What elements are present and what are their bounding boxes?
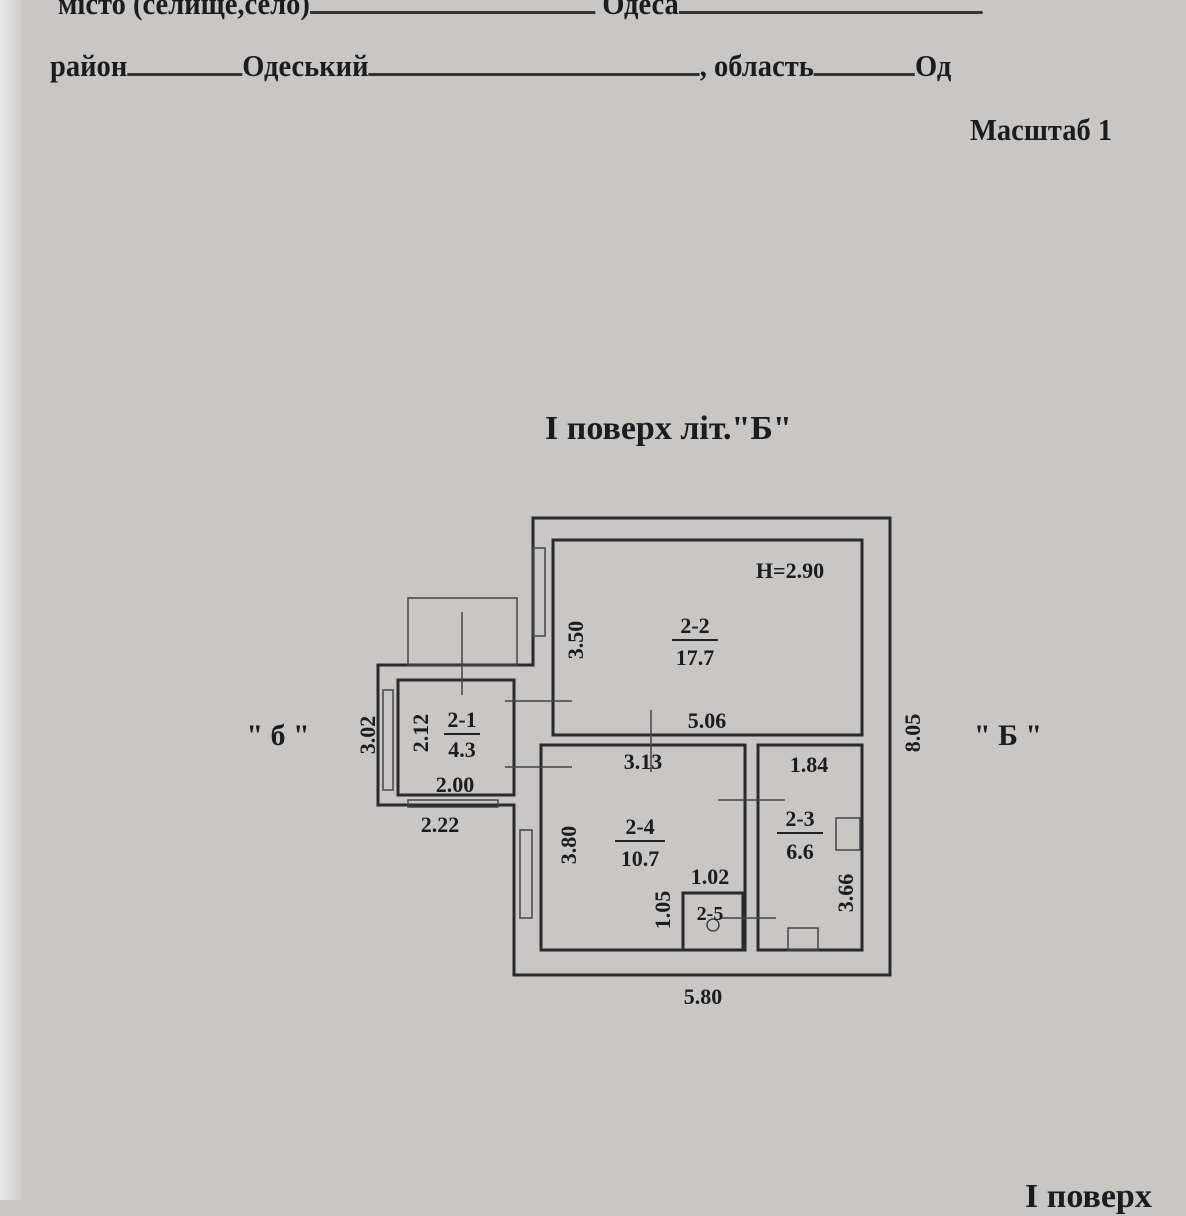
dimension: 5.80	[684, 984, 723, 1009]
dimension: 1.02	[691, 864, 730, 889]
room-2-2-outline	[551, 538, 864, 737]
room-id: 2-4	[625, 814, 654, 839]
floor-title: І поверх літ."Б"	[545, 410, 792, 447]
height-label: H=2.90	[756, 558, 824, 583]
dimension: 3.66	[833, 874, 858, 913]
stove-icon	[835, 817, 861, 851]
room-id: 2-3	[785, 806, 814, 831]
dimension: 2.12	[408, 714, 433, 753]
room-area: 6.6	[786, 839, 814, 864]
room-area: 4.3	[448, 737, 476, 762]
underline	[309, 11, 596, 14]
next-floor-title: І поверх	[1025, 1178, 1152, 1215]
dimension: 3.50	[563, 621, 588, 660]
room-id: 2-5	[697, 903, 724, 925]
dimension: 2.00	[436, 772, 475, 797]
dimension: 3.80	[556, 826, 581, 865]
dimension: 3.02	[355, 716, 380, 755]
underline	[127, 73, 243, 76]
header-line-district: район Одеський , область Од	[50, 48, 951, 84]
side-label-left: " б "	[246, 719, 309, 752]
district-label: район	[50, 48, 128, 83]
dimension: 2.22	[421, 812, 460, 837]
window	[407, 799, 499, 808]
sink-icon	[787, 927, 819, 951]
room-area: 10.7	[621, 846, 660, 871]
dimension: 3.13	[624, 749, 663, 774]
plan-mark	[382, 547, 861, 951]
header-line-city: місто (селище,село) Одеса	[58, 0, 983, 22]
scale-label: Масштаб 1	[970, 112, 1113, 147]
window	[532, 547, 546, 637]
dimension: 1.05	[650, 891, 675, 930]
region-value: Од	[915, 48, 952, 83]
region-label: , область	[699, 48, 814, 83]
window	[382, 689, 394, 791]
city-label: місто (селище,село)	[58, 0, 310, 21]
city-value: Одеса	[602, 0, 679, 21]
underline	[813, 73, 916, 76]
dimension: 1.84	[790, 752, 829, 777]
room-area: 17.7	[676, 645, 715, 670]
window	[519, 829, 533, 919]
dimension: 8.05	[900, 714, 925, 753]
plan-mark: H=2.90 2-2 17.7 2-1 4.3 2-3 6.6 2-4 10.7…	[246, 558, 1042, 1009]
underline	[678, 11, 983, 14]
district-value: Одеський	[242, 48, 369, 83]
room-id: 2-1	[447, 707, 476, 732]
dimension: 5.06	[688, 708, 727, 733]
toilet-icon	[706, 918, 720, 932]
paper-edge	[0, 0, 22, 1200]
room-2-5-outline	[681, 891, 745, 952]
room-id: 2-2	[680, 613, 709, 638]
side-label-right: " Б "	[974, 719, 1042, 752]
room-2-4-outline	[539, 743, 747, 952]
underline	[368, 73, 700, 76]
room-2-1-outline	[396, 678, 516, 797]
